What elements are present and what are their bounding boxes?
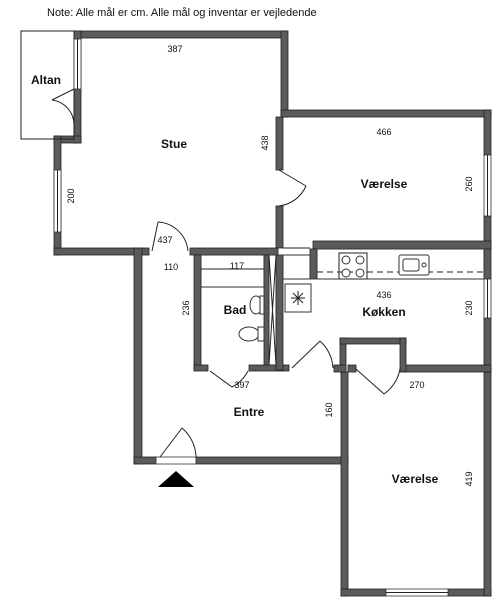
dimension-labels: 387 438 200 437 110 117 236 466 260 436 … — [66, 44, 474, 487]
dim-vaerelse-bottom-height: 419 — [464, 471, 474, 486]
doors — [51, 88, 401, 487]
door-vaerelse-bottom — [355, 368, 401, 395]
wall-vaerelse-bottom-top-stub — [347, 364, 357, 373]
door-stue-entre — [151, 221, 189, 252]
wall-shaft-right — [275, 254, 284, 371]
room-labels: Altan Stue Værelse Bad Køkken Entre Være… — [31, 73, 439, 486]
label-bad: Bad — [224, 303, 247, 317]
wall-entre-bottom-left — [133, 456, 157, 465]
label-entre: Entre — [234, 405, 265, 419]
wall-right-top — [483, 109, 492, 156]
wall-pillar-top — [339, 337, 407, 345]
wall-entre-left — [133, 247, 143, 465]
dim-stue-left: 200 — [66, 188, 76, 203]
dim-door-437: 437 — [157, 235, 172, 245]
door-kokken — [291, 340, 334, 369]
dim-kokken-height: 230 — [464, 300, 474, 315]
label-altan: Altan — [31, 73, 61, 87]
stove-icon — [338, 252, 368, 280]
plan-note: Note: Alle mål er cm. Alle mål og invent… — [47, 7, 317, 19]
dim-hall-110: 110 — [164, 262, 178, 272]
installation-shaft — [268, 254, 277, 366]
bad-vanity — [200, 254, 265, 288]
wall-right-lower-b — [483, 371, 492, 597]
label-vaerelse-bottom: Værelse — [392, 472, 439, 486]
toilet-icon — [238, 326, 260, 342]
dim-bad-height: 236 — [181, 300, 191, 315]
label-stue: Stue — [161, 137, 187, 151]
dim-bad-width: 117 — [230, 261, 244, 271]
wall-vaerelse-kokken — [312, 240, 492, 250]
wall-kokken-bottom-left — [333, 364, 347, 373]
entrance-arrow-icon — [158, 471, 194, 487]
door-entrance — [155, 427, 197, 465]
dim-vaerelse-bottom-width: 270 — [409, 380, 424, 390]
wall-stue-right-upper — [280, 30, 289, 118]
label-vaerelse-top: Værelse — [361, 177, 408, 191]
dim-stue-width: 387 — [167, 44, 182, 54]
label-kokken: Køkken — [362, 305, 405, 319]
dim-vaerelse-top-height: 260 — [464, 176, 474, 191]
door-altan — [51, 88, 75, 126]
wall-pillar-right — [399, 337, 407, 373]
wall-vaerelse-bottom-left — [340, 371, 349, 597]
wall-vaerelse-top-left-upper — [275, 116, 284, 171]
dim-entre-height: 160 — [324, 402, 334, 417]
wall-stue-top — [73, 30, 288, 39]
wall-vaerelse-top-top — [280, 109, 492, 118]
wall-vaerelse-top-left-lower — [275, 205, 284, 249]
wall-kokken-bottom — [401, 364, 492, 373]
wall-stue-bottom-left — [53, 247, 150, 256]
dim-vaerelse-top-width: 466 — [376, 127, 391, 137]
fixtures — [200, 247, 485, 366]
door-bad — [209, 370, 249, 388]
dim-entre-width: 397 — [234, 380, 249, 390]
wall-vaerelse-bottom-bottom-left — [340, 588, 387, 597]
wall-bad-left — [193, 254, 202, 371]
wall-bad-bottom-left — [193, 364, 209, 372]
wall-stue-entre — [189, 247, 279, 256]
wall-entre-bottom-right — [195, 456, 349, 465]
wall-kokken-left — [309, 248, 318, 280]
dim-kokken-width: 436 — [376, 290, 391, 300]
door-vaerelse-top — [278, 169, 307, 207]
washer-icon — [284, 283, 312, 313]
wall-right-lower-a — [483, 317, 492, 373]
kitchen-sink-icon — [398, 254, 430, 276]
dim-stue-height: 438 — [260, 135, 270, 150]
fridge — [282, 254, 311, 280]
windows — [53, 38, 492, 597]
wall-bad-right — [263, 254, 270, 371]
